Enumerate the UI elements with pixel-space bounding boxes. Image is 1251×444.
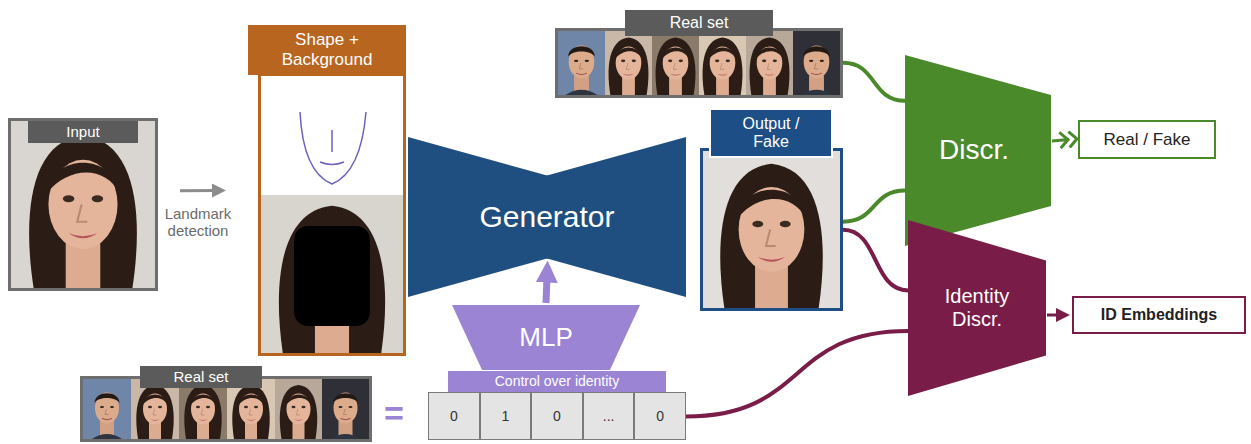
- output-box: ID Embeddings: [1072, 296, 1246, 334]
- edge-label: Landmark detection: [152, 205, 244, 240]
- connector: [843, 191, 905, 222]
- photo-frame: [555, 28, 843, 98]
- node-label: MLP: [452, 305, 640, 370]
- connector: [843, 63, 905, 101]
- node-label: Shape + Background: [248, 25, 406, 75]
- node-label: Input: [28, 121, 138, 143]
- vector-cell: 0: [428, 392, 480, 440]
- photo-frame: [258, 73, 406, 356]
- block-fill: [905, 55, 1051, 246]
- node-label: Control over identity: [448, 371, 666, 392]
- photo-frame: [8, 118, 158, 291]
- node-label: 0: [429, 393, 479, 439]
- node-label: Output / Fake: [709, 108, 833, 158]
- real-set-strip: Real set: [555, 10, 843, 98]
- identity-vector: Control over identity010...0: [428, 371, 686, 441]
- connector: [843, 230, 908, 291]
- node-label: ...: [584, 393, 634, 439]
- node-label: Real / Fake: [1080, 122, 1214, 157]
- block-fill: [908, 220, 1046, 396]
- vector-cell: 0: [634, 392, 686, 440]
- node-label: Discr.: [905, 55, 1051, 246]
- node-label: ID Embeddings: [1074, 298, 1244, 332]
- shape-background-panel: Shape + Background: [248, 25, 406, 356]
- node-label: 0: [532, 393, 582, 439]
- node-label: Real set: [625, 10, 773, 36]
- input-photo: Input: [8, 118, 158, 291]
- block-fill: [452, 305, 640, 370]
- vector-cell: ...: [583, 392, 635, 440]
- equals-sign: =: [374, 394, 414, 434]
- node-label: Generator: [408, 137, 686, 297]
- node-label: 1: [481, 393, 531, 439]
- generator-block: Generator: [408, 137, 686, 297]
- node-label: Identity Discr.: [908, 220, 1046, 396]
- vector-cell: 0: [531, 392, 583, 440]
- discriminator: Discr.: [905, 55, 1051, 246]
- node-label: Real set: [140, 366, 262, 388]
- connector: [686, 331, 908, 417]
- identity-discriminator: Identity Discr.: [908, 220, 1046, 396]
- connector: [1052, 140, 1069, 141]
- output-box: Real / Fake: [1078, 120, 1216, 159]
- vector-cell: 1: [480, 392, 532, 440]
- node-label: 0: [635, 393, 685, 439]
- photo-frame: [700, 148, 843, 311]
- connector: [180, 189, 216, 192]
- real-set-strip: Real set: [80, 366, 372, 442]
- mlp-block: MLP: [452, 305, 640, 370]
- connector: [546, 277, 547, 303]
- block-fill: [408, 137, 686, 297]
- output-photo: Output / Fake: [700, 108, 843, 311]
- connector: [1047, 314, 1060, 317]
